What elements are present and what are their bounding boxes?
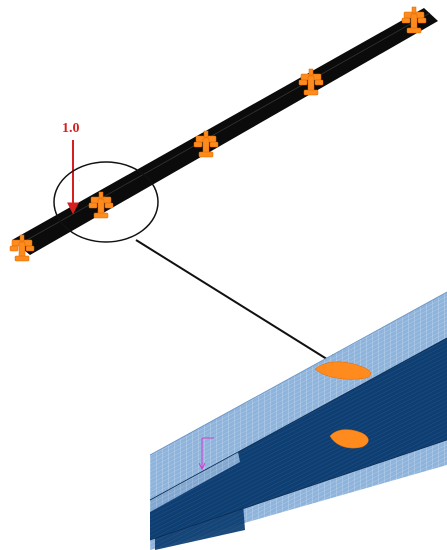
- mesh-load-marker: [198, 437, 214, 471]
- beam: [12, 8, 438, 255]
- node-marker-label: ·: [79, 178, 80, 183]
- beam-edge-line: [17, 12, 431, 246]
- load-label: 1.0: [62, 121, 80, 136]
- zoom-callout-arrow: [135, 239, 341, 368]
- mesh-constraint-patch: [314, 361, 372, 449]
- mesh-detail-view: [149, 291, 447, 550]
- mesh-front-face: [150, 412, 240, 512]
- zoom-callout-ellipse: [53, 161, 159, 243]
- mesh-front-dark: [155, 462, 245, 550]
